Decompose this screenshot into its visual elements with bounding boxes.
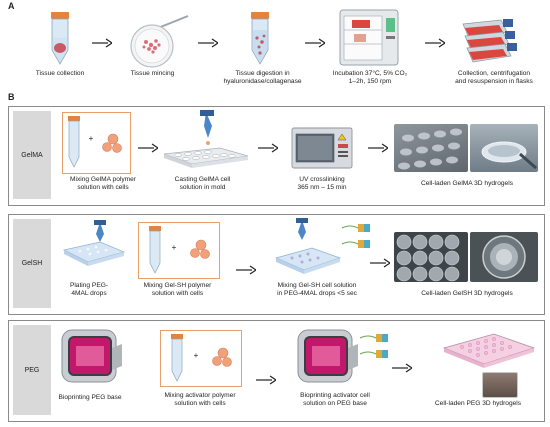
- arrow-icon: [305, 38, 325, 48]
- uv-crosslinker-icon: [290, 126, 354, 172]
- mold-casting-icon: [160, 110, 250, 170]
- bioprinter-icon: [58, 326, 124, 388]
- step-label: Mixing Gel-SH cell solution in PEG-4MAL …: [277, 282, 357, 297]
- arrow-icon: [138, 143, 158, 153]
- mixing-box: [160, 330, 242, 387]
- step-label: Bioprinting PEG base: [58, 394, 122, 401]
- mixing-box: [138, 222, 220, 279]
- row-tag-peg: PEG: [13, 325, 51, 415]
- flasks-icon: [455, 16, 523, 66]
- step-label: Plating PEG- 4MAL drops: [69, 282, 109, 297]
- step-label: Tissue mincing: [130, 70, 175, 77]
- step-label: Bioprinting activator cell solution on P…: [300, 392, 370, 407]
- gelsh-hydrogel-closeup-photo: [470, 232, 538, 282]
- arrow-icon: [92, 38, 112, 48]
- plus-sign: +: [171, 243, 177, 252]
- gelma-hydrogel-closeup-photo: [470, 124, 538, 172]
- peg-hydrogel-photo: [482, 372, 518, 398]
- mixing-box: [62, 112, 131, 174]
- step-label: Cell-laden GelMA 3D hydrogels: [421, 180, 513, 187]
- incubator-icon: [338, 8, 400, 68]
- step-label: Cell-laden GelSH 3D hydrogels: [421, 290, 513, 297]
- plus-sign: +: [88, 134, 94, 143]
- peg-well-plate-icon: [440, 326, 536, 376]
- arrow-icon: [236, 265, 256, 275]
- step-label: Mixing Gel-SH polymer solution with cell…: [143, 282, 212, 297]
- step-label: Mixing activator polymer solution with c…: [164, 392, 236, 407]
- arrow-icon: [425, 38, 445, 48]
- arrow-icon: [368, 143, 388, 153]
- plus-sign: +: [193, 351, 199, 360]
- gelsh-mixing-plate-icon: [270, 218, 380, 278]
- arrow-icon: [392, 363, 412, 373]
- step-label: UV crosslinking 365 nm – 15 min: [297, 176, 347, 191]
- row-tag-gelma: GelMA: [13, 111, 51, 199]
- step-label: Tissue collection: [35, 70, 85, 77]
- plating-drops-icon: [60, 220, 126, 270]
- step-label: Cell-laden PEG 3D hydrogels: [434, 400, 522, 407]
- gelma-hydrogel-photo: [394, 124, 468, 172]
- row-tag-gelsh: GelSH: [13, 219, 51, 308]
- digestion-tube-icon: [240, 12, 280, 67]
- arrow-icon: [256, 375, 276, 385]
- arrow-icon: [258, 143, 278, 153]
- bioprinter-activator-icon: [294, 326, 360, 388]
- step-label: Incubation 37°C, 5% CO₂ 1–2h, 150 rpm: [332, 70, 408, 85]
- step-label: Mixing GelMA polymer solution with cells: [70, 176, 136, 191]
- panel-letter-a: A: [8, 1, 15, 11]
- activator-reaction-icon: [358, 330, 404, 366]
- arrow-icon: [370, 258, 390, 268]
- petri-dish-icon: [128, 14, 190, 69]
- step-label: Tissue digestion in hyaluronidase/collag…: [223, 70, 302, 85]
- gelsh-hydrogel-plate-photo: [394, 232, 468, 282]
- panel-letter-b: B: [8, 92, 15, 102]
- step-label: Casting GelMA cell solution in mold: [174, 176, 231, 191]
- arrow-icon: [198, 38, 218, 48]
- tissue-tube-icon: [40, 12, 80, 67]
- step-label: Collection, centrifugation and resuspens…: [455, 70, 533, 85]
